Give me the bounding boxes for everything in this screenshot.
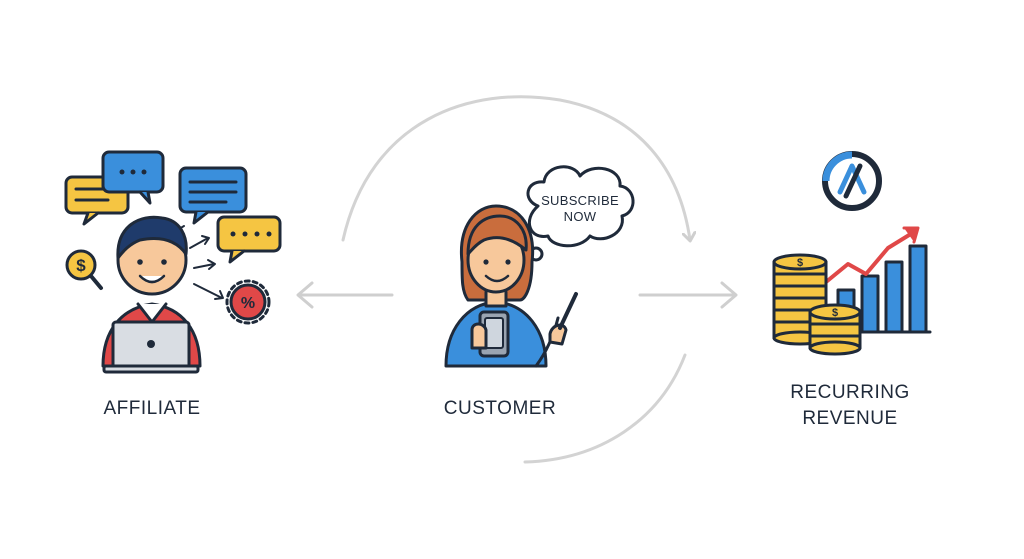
speech-line-2: NOW	[563, 209, 597, 224]
recurring-revenue-label: RECURRING REVENUE	[770, 380, 930, 432]
pen-icon	[558, 292, 578, 330]
svg-text:$: $	[797, 257, 803, 269]
arrow-to-revenue	[638, 281, 738, 309]
brand-logo-icon	[822, 151, 882, 211]
svg-text:$: $	[832, 307, 838, 319]
dollar-magnifier-icon: $	[65, 249, 103, 290]
svg-text:%: %	[241, 295, 255, 312]
percent-badge-icon: %	[225, 279, 271, 325]
chat-bubble-icon	[178, 166, 248, 225]
top-cycle-arrow	[341, 95, 690, 240]
subscribe-speech-text: SUBSCRIBE NOW	[530, 193, 630, 225]
revenue-label-line-2: REVENUE	[802, 408, 898, 429]
trend-arrow-icon	[824, 230, 916, 284]
customer-illustration	[444, 165, 635, 368]
chat-bubble-icon	[216, 215, 282, 264]
affiliate-label: AFFILIATE	[103, 398, 201, 419]
revenue-illustration: $ $	[772, 151, 932, 356]
coin-stack-icon: $	[772, 253, 828, 346]
svg-text:$: $	[76, 256, 86, 275]
bottom-cycle-arrow	[523, 353, 687, 464]
arrow-to-affiliate	[296, 281, 394, 309]
speech-line-1: SUBSCRIBE	[541, 193, 619, 208]
chat-bubble-icon	[101, 150, 165, 205]
revenue-label-line-1: RECURRING	[790, 382, 910, 403]
customer-label: CUSTOMER	[443, 398, 557, 419]
coin-stack-icon: $	[808, 303, 862, 356]
affiliate-illustration: $ %	[64, 150, 282, 374]
